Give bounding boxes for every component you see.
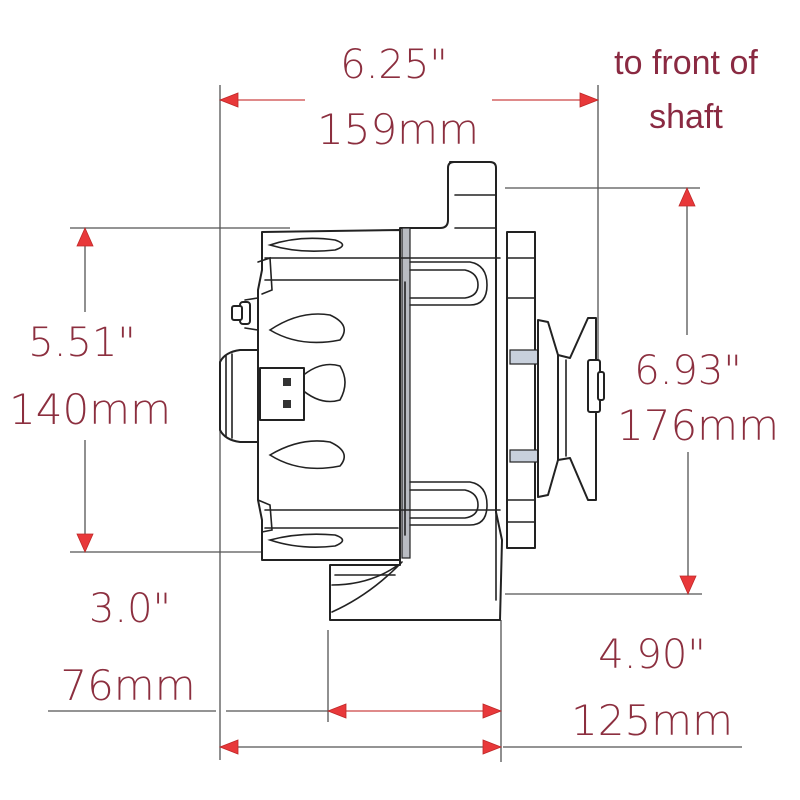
rear-to-front-face-mm: 125mm	[571, 696, 733, 745]
rear-housing	[257, 229, 401, 561]
dimension-overall-length	[218, 92, 600, 108]
rear-to-mount-inches: 3.0"	[89, 586, 171, 632]
front-slot-top-inner	[409, 269, 479, 299]
alternator	[219, 161, 605, 621]
terminal-connector	[219, 349, 305, 443]
battery-terminal-stud	[231, 297, 259, 331]
rear-to-front-face-inches: 4.90"	[598, 632, 705, 678]
rear-slot-bottom	[267, 533, 344, 548]
dimension-case-height	[76, 227, 94, 553]
dimension-rear-to-front-face	[218, 739, 503, 755]
cooling-fan	[506, 231, 541, 549]
front-slot-bottom	[409, 481, 488, 526]
case-height-mm: 140mm	[9, 385, 171, 434]
rear-slot-upper	[268, 313, 346, 344]
front-slot-bottom-inner	[409, 489, 479, 519]
overall-length-mm: 159mm	[317, 105, 479, 154]
case-height-inches: 5.51"	[28, 320, 135, 366]
rear-to-mount-mm: 76mm	[60, 661, 195, 710]
front-slot-top	[409, 261, 488, 306]
v-belt-pulley	[537, 317, 597, 501]
overall-height-inches: 6.93"	[634, 348, 741, 394]
dimension-rear-to-mount	[326, 703, 503, 719]
rear-slot-center	[299, 363, 346, 403]
rear-slot-top	[267, 237, 344, 253]
shaft-nut	[587, 359, 605, 413]
front-housing	[329, 161, 503, 621]
stator-band	[401, 227, 411, 559]
overall-length-inches: 6.25"	[340, 42, 447, 88]
overall-length-note-line2: shaft	[649, 98, 723, 136]
overall-height-mm: 176mm	[617, 401, 779, 450]
rear-slot-lower	[268, 440, 346, 470]
overall-length-note-line1: to front of	[614, 44, 758, 82]
dimension-overall-height	[678, 187, 697, 595]
